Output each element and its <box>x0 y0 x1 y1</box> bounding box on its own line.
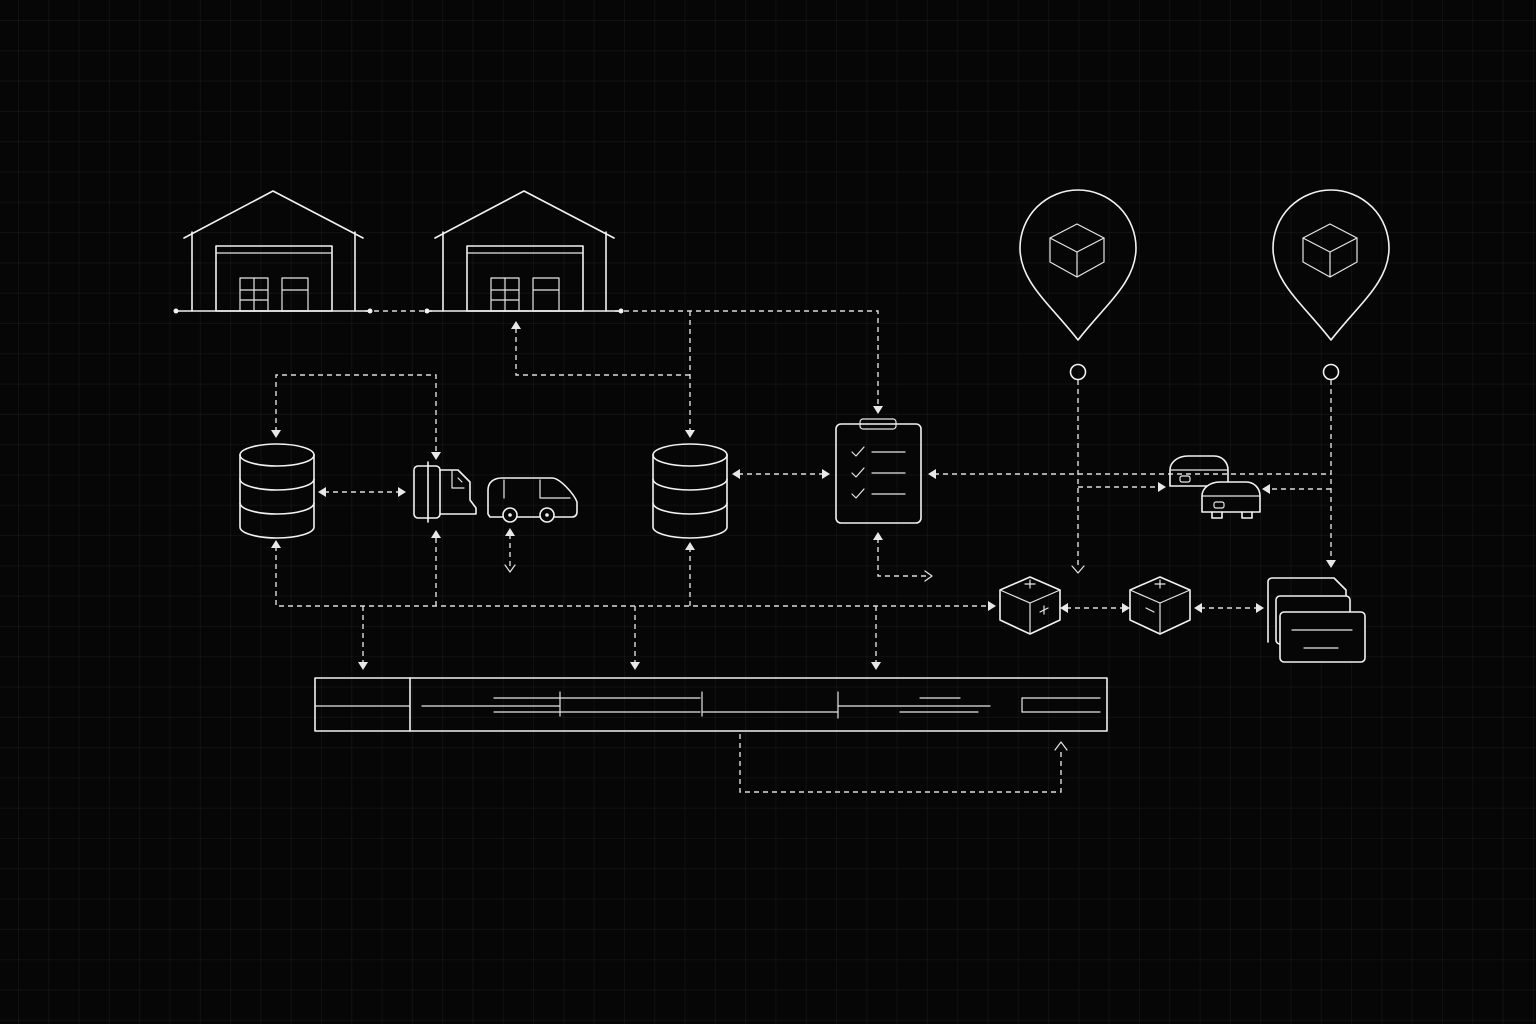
location-pin-package-icon <box>1019 189 1137 381</box>
arrowhead <box>630 662 640 670</box>
connector-loop-warehouse2 <box>515 328 690 376</box>
arrowhead <box>1054 741 1068 751</box>
arrowhead <box>871 662 881 670</box>
arrowhead <box>431 452 441 460</box>
connector-main-bus <box>275 546 990 607</box>
arrowhead <box>1122 603 1130 613</box>
arrowhead <box>1262 484 1270 494</box>
arrowhead <box>505 528 515 536</box>
arrowhead <box>928 469 936 479</box>
arrowhead <box>431 530 441 538</box>
connectors <box>271 310 1336 793</box>
package-box-icon <box>999 576 1061 635</box>
warehouse-icon <box>424 190 624 314</box>
arrowhead <box>1194 603 1202 613</box>
fuel-pump-icon <box>413 461 477 523</box>
database-icon <box>239 443 315 539</box>
arrowhead <box>685 542 695 550</box>
arrowhead <box>358 662 368 670</box>
database-icon <box>652 443 728 539</box>
clipboard-checklist-icon <box>835 418 922 524</box>
arrowhead <box>1326 560 1336 568</box>
arrowhead <box>924 570 933 582</box>
arrowhead <box>822 469 830 479</box>
arrowhead <box>873 406 883 414</box>
arrowhead <box>504 564 516 573</box>
cars-icon <box>1169 455 1261 519</box>
arrowhead <box>732 469 740 479</box>
arrowhead <box>1158 482 1166 492</box>
arrowhead <box>1071 565 1085 574</box>
connector-database1-fuelpump-top <box>275 374 437 452</box>
arrowhead <box>318 487 326 497</box>
connector-warehouse2-checklist <box>615 310 879 408</box>
document-stack-icon <box>1267 577 1366 663</box>
arrowhead <box>988 601 996 611</box>
arrowhead <box>873 532 883 540</box>
arrowhead <box>685 430 695 438</box>
arrowhead <box>511 321 521 329</box>
location-pin-package-icon <box>1272 189 1390 381</box>
van-icon <box>487 477 578 523</box>
arrowhead <box>1060 603 1068 613</box>
warehouse-icon <box>173 190 373 314</box>
package-box-icon <box>1129 576 1191 635</box>
connector-checklist-out <box>877 538 926 577</box>
arrowhead <box>1256 603 1264 613</box>
connector-timeline-loop <box>739 734 1062 793</box>
timeline-table-icon <box>314 677 1108 732</box>
arrowhead <box>271 430 281 438</box>
arrowhead <box>271 540 281 548</box>
arrowhead <box>398 487 406 497</box>
